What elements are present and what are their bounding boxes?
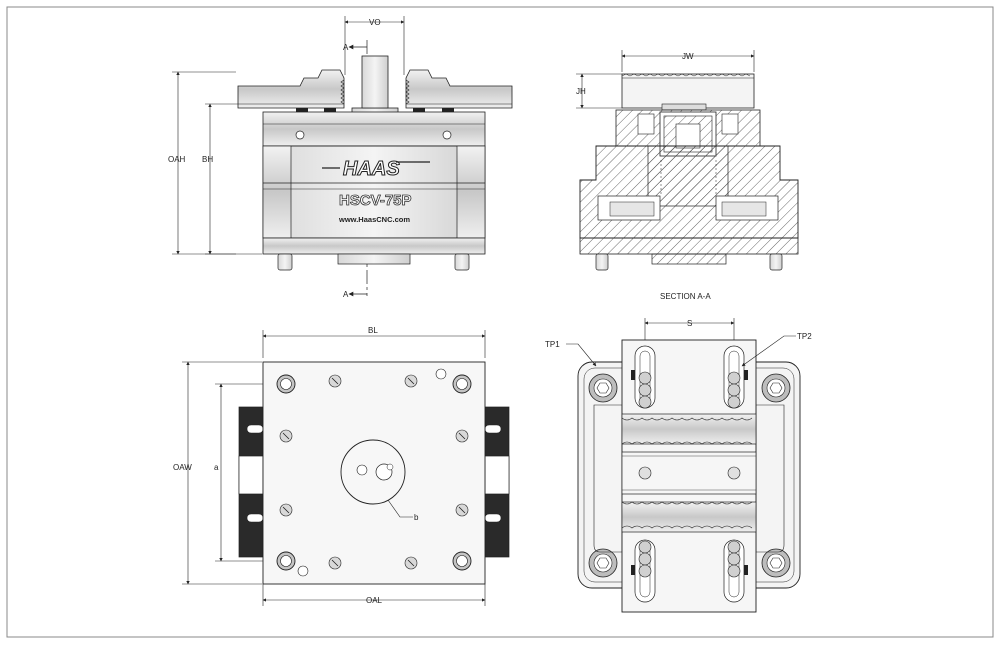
- dim-vo-label: VO: [369, 18, 381, 27]
- section-view: JW JH SECTION A-A: [576, 50, 799, 301]
- slot-bottom-right: [723, 539, 748, 603]
- dim-oaw-label: OAW: [173, 463, 192, 472]
- dim-a-label: a: [214, 463, 219, 472]
- section-marker-bottom: A: [343, 290, 349, 299]
- section-title: SECTION A-A: [660, 292, 711, 301]
- front-view: VO OAH BH A A: [168, 16, 513, 299]
- top-view: S: [545, 318, 812, 613]
- website-label: www.HaasCNC.com: [338, 215, 410, 224]
- dim-jh-label: JH: [576, 87, 586, 96]
- dim-b-label: b: [414, 513, 419, 522]
- tp2-label: TP2: [797, 332, 812, 341]
- dim-jw-label: JW: [682, 52, 694, 61]
- slot-top-right: [723, 345, 748, 409]
- tp1-label: TP1: [545, 340, 560, 349]
- dim-bl-label: BL: [368, 326, 378, 335]
- dim-oah-label: OAH: [168, 155, 186, 164]
- bottom-view: BL OAW a OAL: [173, 326, 510, 606]
- model-label: HSCV-75P: [339, 192, 412, 209]
- slot-top-left: [631, 345, 656, 409]
- section-marker-top: A: [343, 43, 349, 52]
- sheet-border: [6, 6, 994, 638]
- haas-logo: HAAS: [343, 158, 400, 180]
- slot-bottom-left: [631, 539, 656, 603]
- dim-bh-label: BH: [202, 155, 213, 164]
- dim-s-label: S: [687, 319, 692, 328]
- corner-caps: [588, 373, 791, 578]
- dim-oal-label: OAL: [366, 596, 383, 605]
